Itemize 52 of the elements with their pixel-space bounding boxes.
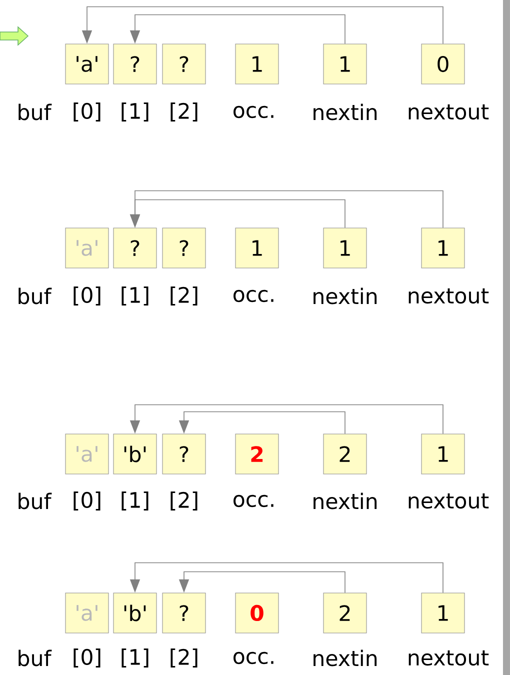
value-box: 'a' [65,44,109,84]
field-label: [1] [122,648,148,668]
value-box: 1 [235,228,279,268]
field-label: nextin [314,492,377,510]
value-box: 2 [323,592,367,634]
value-box: 'a' [65,228,109,268]
value-box: 1 [323,228,367,268]
field-label: nextin [314,104,377,120]
field-label: [2] [170,102,198,122]
value-box: 1 [421,434,465,474]
field-label: [2] [170,492,198,510]
field-label: [0] [74,648,100,668]
value-box: 'a' [65,592,109,634]
field-label: nextin [314,650,377,666]
value-box: ? [113,228,157,268]
value-box: ? [162,44,206,84]
value-box: 1 [235,44,279,84]
value-box: 'a' [65,434,109,474]
value-box: ? [162,434,206,474]
field-label: [2] [170,648,198,668]
value-box: 2 [323,434,367,474]
field-label: occ. [234,652,274,664]
field-label: nextout [408,288,489,304]
value-box: 1 [323,44,367,84]
field-label: nextout [408,650,489,666]
value-box: 1 [421,592,465,634]
value-box: 0 [235,592,279,634]
field-label: [0] [74,102,100,122]
field-label: [0] [74,286,100,306]
field-label: [2] [170,286,198,306]
field-label: occ. [234,290,274,302]
field-label: nextout [408,104,489,120]
field-label: buf [18,492,52,510]
field-label: [0] [74,492,100,510]
field-label: [1] [122,492,148,510]
field-label: [1] [122,102,148,122]
field-label: occ. [234,494,274,508]
value-box: ? [162,228,206,268]
field-label: buf [18,104,52,120]
field-label: nextout [408,493,489,509]
value-box: ? [113,44,157,84]
value-box: 2 [235,434,279,474]
value-box: 'b' [113,592,157,634]
value-box: 'b' [113,434,157,474]
field-label: [1] [122,286,148,306]
value-box: 0 [421,44,465,84]
field-label: buf [18,288,52,304]
field-label: buf [18,650,52,666]
field-label: occ. [234,106,274,118]
value-box: 1 [421,228,465,268]
value-box: ? [162,592,206,634]
field-label: nextin [314,288,377,304]
